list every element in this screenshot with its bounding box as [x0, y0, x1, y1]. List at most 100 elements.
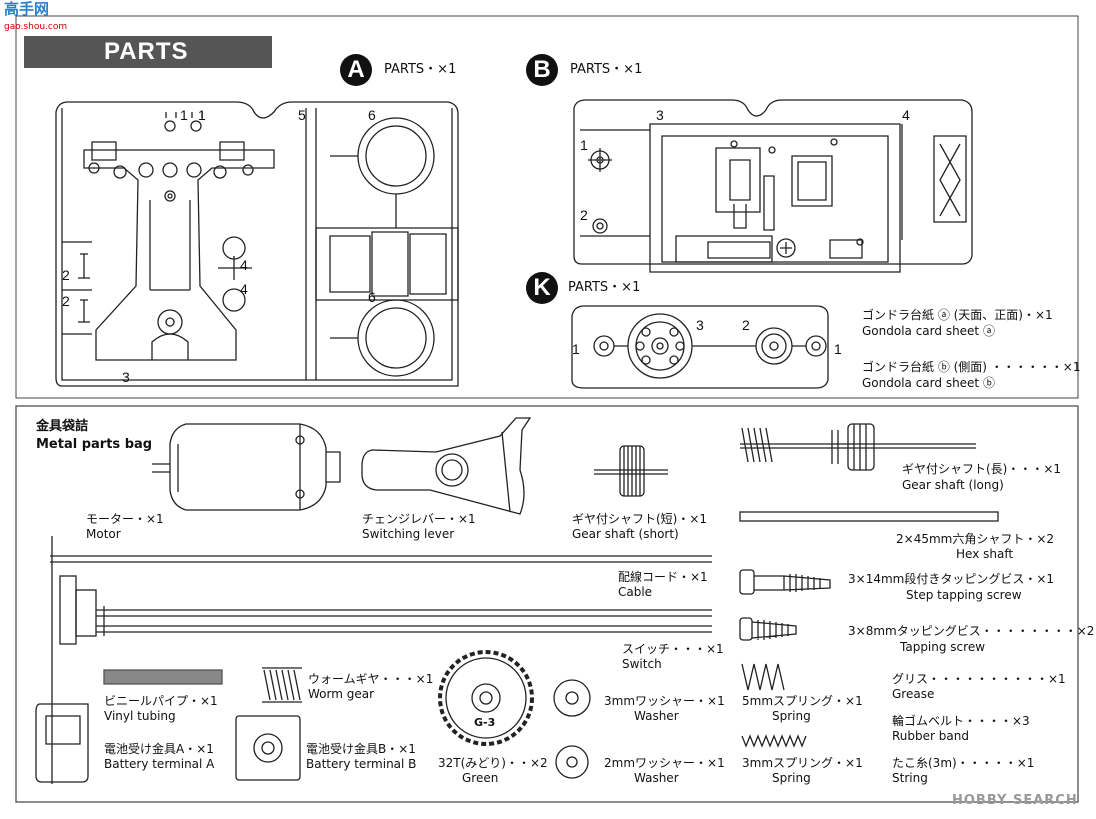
worm-en: Worm gear [308, 687, 375, 701]
spring-5mm-art [741, 663, 785, 691]
metal-bag-en: Metal parts bag [36, 437, 153, 452]
tapping-screw-art [739, 617, 797, 641]
part-number: 4 [240, 281, 248, 297]
hex-shaft-art [739, 511, 999, 522]
part-number: 1 [834, 341, 842, 357]
gear-short-jp: ギヤ付シャフト(短)・×1 [572, 512, 708, 526]
tree-k-letter: K [526, 272, 558, 304]
gondola-b-jp: ゴンドラ台紙 ⓑ (側面) ・・・・・・×1 [862, 360, 1081, 374]
switching-lever-art [361, 417, 532, 515]
gear-shaft-short-art [594, 445, 668, 497]
switch-jp: スイッチ・・・×1 [622, 642, 724, 656]
part-number: 3 [656, 107, 664, 123]
gear-shaft-long-art [740, 423, 976, 471]
sprue-k [571, 305, 829, 389]
tap-screw-jp: 3×8mmタッピングビス・・・・・・・・×2 [848, 624, 1095, 638]
motor-art [152, 423, 341, 511]
gear-32t-art [438, 650, 534, 746]
sprue-a [55, 101, 459, 387]
worm-jp: ウォームギヤ・・・×1 [308, 672, 434, 686]
spring3-jp: 3mmスプリング・×1 [742, 756, 863, 770]
part-number: 2 [580, 207, 588, 223]
part-number: 3 [696, 317, 704, 333]
washer-2mm-art [555, 745, 589, 779]
cable-en: Cable [618, 585, 653, 599]
part-number: 4 [240, 257, 248, 273]
gondola-b-en: Gondola card sheet ⓑ [862, 376, 995, 390]
part-number: 1 [580, 137, 588, 153]
batt-b-en: Battery terminal B [306, 757, 417, 771]
part-number: 1 [180, 107, 188, 123]
washer-3mm-art [553, 679, 591, 717]
washer3-jp: 3mmワッシャー・×1 [604, 694, 725, 708]
batt-a-jp: 電池受け金具A・×1 [104, 742, 214, 756]
part-number: 2 [62, 293, 70, 309]
part-number: 2 [62, 267, 70, 283]
tree-b-label: PARTS・×1 [570, 62, 643, 77]
part-number: 6 [368, 289, 376, 305]
string-en: String [892, 771, 928, 785]
spring5-en: Spring [772, 709, 811, 723]
tree-k-label: PARTS・×1 [568, 280, 641, 295]
gear-long-jp: ギヤ付シャフト(長)・・・×1 [902, 462, 1062, 476]
worm-gear-art [262, 667, 302, 703]
hex-jp: 2×45mm六角シャフト・×2 [896, 532, 1055, 546]
sprue-b [573, 99, 973, 273]
part-number: 2 [742, 317, 750, 333]
lever-jp: チェンジレバー・×1 [362, 512, 476, 526]
grease-jp: グリス・・・・・・・・・・×1 [892, 672, 1066, 686]
spring5-jp: 5mmスプリング・×1 [742, 694, 863, 708]
step-screw-art [739, 569, 831, 595]
part-number: 6 [368, 107, 376, 123]
gondola-a-en: Gondola card sheet ⓐ [862, 324, 995, 338]
vinyl-jp: ビニールパイプ・×1 [104, 694, 218, 708]
rubber-en: Rubber band [892, 729, 969, 743]
part-number: 1 [572, 341, 580, 357]
watermark-logo: 高手网 [4, 0, 50, 18]
motor-en: Motor [86, 527, 121, 541]
gear-short-en: Gear shaft (short) [572, 527, 679, 541]
vinyl-tubing-art [103, 669, 223, 685]
washer2-en: Washer [634, 771, 679, 785]
tap-screw-en: Tapping screw [900, 640, 986, 654]
gear-long-en: Gear shaft (long) [902, 478, 1004, 492]
switch-en: Switch [622, 657, 662, 671]
cable-jp: 配線コード・×1 [618, 570, 708, 584]
lever-en: Switching lever [362, 527, 455, 541]
vinyl-en: Vinyl tubing [104, 709, 176, 723]
watermark-hobbysearch: HOBBY SEARCH [952, 793, 1078, 808]
battery-terminal-a-art [35, 703, 89, 783]
spring-3mm-art [741, 734, 807, 748]
step-screw-jp: 3×14mm段付きタッピングビス・×1 [848, 572, 1055, 586]
spring3-en: Spring [772, 771, 811, 785]
watermark-url: gao.shou.com [4, 22, 68, 32]
metal-bag-jp: 金具袋詰 [36, 419, 89, 434]
cable-art [50, 555, 712, 563]
part-number: 5 [298, 107, 306, 123]
parts-frame [15, 15, 1079, 399]
part-number: 4 [902, 107, 910, 123]
tree-a-letter: A [340, 54, 372, 86]
page-title: PARTS [24, 36, 272, 68]
washer2-jp: 2mmワッシャー・×1 [604, 756, 725, 770]
gear32-jp: 32T(みどり)・・×2 [438, 756, 548, 770]
tree-a-label: PARTS・×1 [384, 62, 457, 77]
gear32-en: Green [462, 771, 499, 785]
gondola-a-jp: ゴンドラ台紙 ⓐ (天面、正面)・×1 [862, 308, 1053, 322]
rubber-jp: 輪ゴムベルト・・・・×3 [892, 714, 1030, 728]
part-number: 1 [198, 107, 206, 123]
battery-terminal-b-art [235, 715, 301, 781]
tree-b-letter: B [526, 54, 558, 86]
batt-b-jp: 電池受け金具B・×1 [306, 742, 416, 756]
metal-bag-frame [15, 405, 1079, 803]
part-number: 3 [122, 369, 130, 385]
washer3-en: Washer [634, 709, 679, 723]
grease-en: Grease [892, 687, 935, 701]
motor-jp: モーター・×1 [86, 512, 164, 526]
step-screw-en: Step tapping screw [906, 588, 1022, 602]
hex-en: Hex shaft [956, 547, 1014, 561]
batt-a-en: Battery terminal A [104, 757, 215, 771]
gear-32t-code: G-3 [474, 716, 496, 729]
string-jp: たこ糸(3m)・・・・・×1 [892, 756, 1035, 770]
